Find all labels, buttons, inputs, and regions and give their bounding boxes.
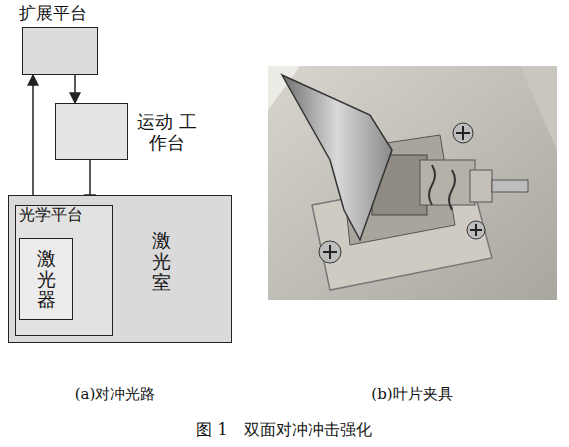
beam-path [32,75,34,205]
figure-caption: 图 1 双面对冲冲击强化 [196,420,371,441]
node-label: 光学平台 [19,206,83,224]
platform-box: 激光室 光学平台激光器 [8,195,232,343]
node-label: 运动 工作台 [136,112,198,153]
node-label: 扩展平台 [19,4,87,24]
node-label: 激光室 [152,230,171,293]
node-label: 激光器 [37,248,56,311]
beam-path [74,75,76,103]
panel-caption: (b)叶片夹具 [371,385,452,404]
panel-caption: (a)对冲光路 [75,385,156,404]
platform-box: 激光器 [19,238,73,320]
platform-box: 扩展平台 [22,27,98,75]
platform-box: 光学平台激光器 [15,205,113,336]
platform-box: 运动 工作台 [55,103,128,160]
